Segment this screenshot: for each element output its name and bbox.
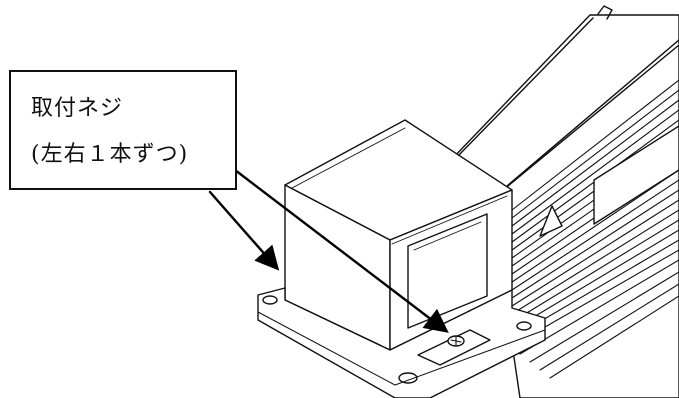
- arrow-icon: [233, 168, 449, 333]
- warning-triangle-icon: [539, 205, 563, 237]
- mounting-hole: [262, 295, 278, 305]
- callout-note: (左右１本ずつ): [31, 142, 189, 167]
- arrow-icon: [208, 190, 280, 271]
- mounting-base: [257, 287, 546, 398]
- mounting-hole: [516, 321, 532, 331]
- screw-icon: [447, 335, 465, 347]
- mounting-hole: [398, 372, 418, 384]
- callout-label-box: 取付ネジ (左右１本ずつ): [9, 70, 237, 190]
- callout-title: 取付ネジ: [31, 96, 124, 121]
- label-plate: [593, 125, 679, 225]
